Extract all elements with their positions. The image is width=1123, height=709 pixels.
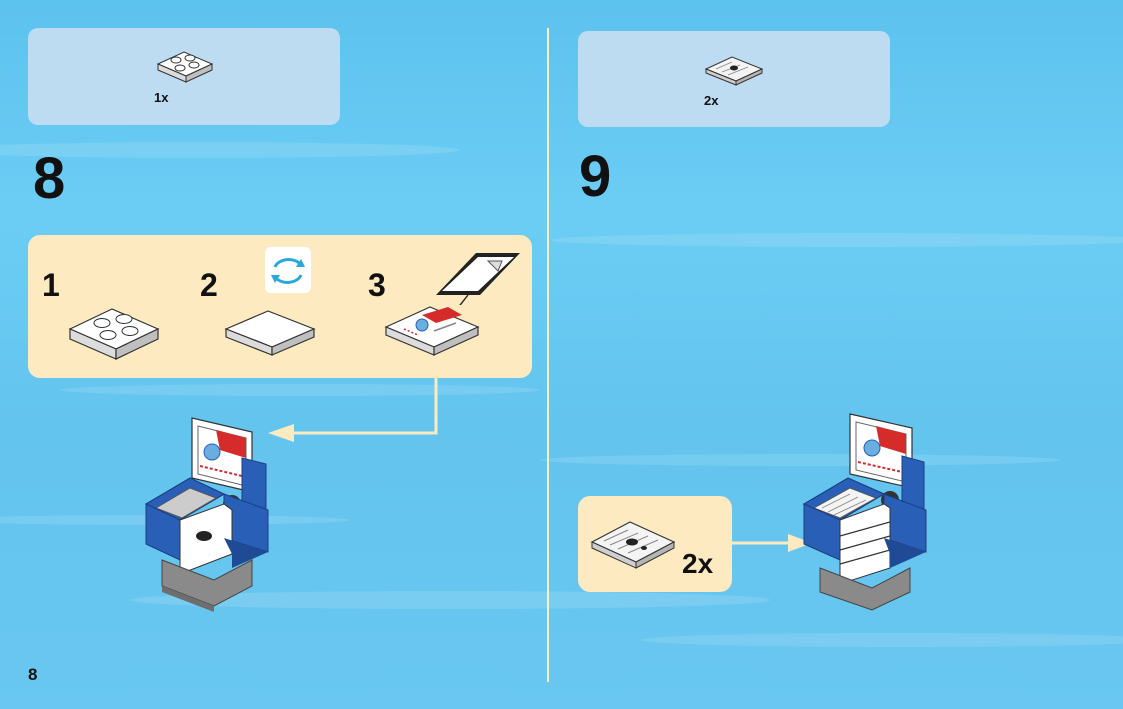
plate-2x2-icon [68, 308, 160, 360]
plate-2x2-icon [156, 51, 214, 83]
callout-arrow [268, 378, 438, 442]
printed-tile-icon [384, 306, 480, 356]
callout-arrow [732, 534, 812, 552]
page-divider [547, 28, 549, 682]
parts-quantity: 2x [704, 93, 719, 108]
sub-step-number: 3 [368, 267, 386, 303]
tile-2x2-icon [224, 310, 316, 356]
callout-panel: 2x [578, 496, 732, 592]
sticker-icon [436, 253, 520, 305]
rotate-icon [265, 247, 311, 293]
sub-step-number: 1 [42, 267, 60, 303]
newspaper-box-model [802, 413, 927, 611]
callout-quantity: 2x [682, 548, 714, 579]
sub-assembly-panel: 1 2 3 [28, 235, 532, 378]
newspaper-tile-icon [704, 56, 764, 86]
newspaper-box-model [144, 417, 269, 612]
newspaper-tile-icon [590, 521, 676, 569]
parts-quantity: 1x [154, 90, 169, 105]
page-number: 8 [28, 665, 38, 684]
sub-step-number: 2 [200, 267, 218, 303]
parts-box-step-9: 2x [578, 31, 890, 127]
step-number: 9 [579, 144, 612, 209]
parts-box-step-8: 1x [28, 28, 340, 125]
step-number: 8 [33, 146, 66, 211]
